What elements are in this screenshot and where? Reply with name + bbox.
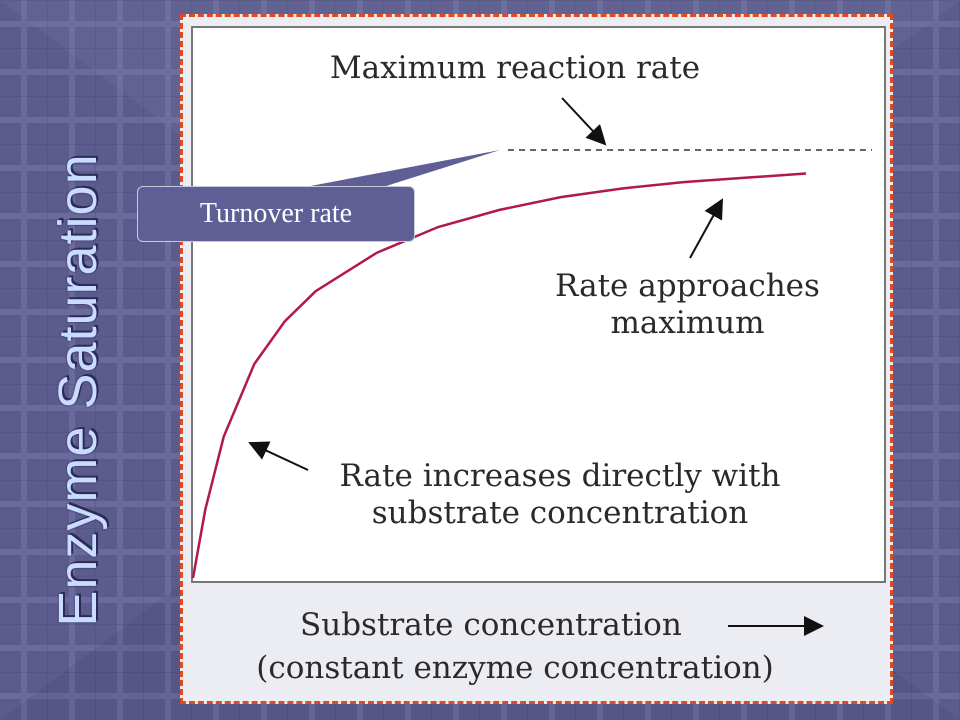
annotation-increases: Rate increases directly with substrate c… <box>305 458 815 531</box>
annotation-max-rate: Maximum reaction rate <box>329 50 701 86</box>
turnover-rate-callout: Turnover rate <box>137 186 415 242</box>
callout-pointer <box>300 150 500 188</box>
annotation-approaches-line2: maximum <box>610 304 765 341</box>
annotation-increases-line1: Rate increases directly with <box>339 458 781 494</box>
x-axis-label: Substrate concentration <box>300 607 682 643</box>
arrow-increases <box>248 441 309 471</box>
x-axis-sublabel: (constant enzyme concentration) <box>256 650 774 686</box>
annotation-approaches-max: Rate approaches maximum <box>530 268 845 341</box>
plot-area <box>191 26 886 583</box>
arrow-approaches-max <box>689 198 723 259</box>
annotation-increases-line2: substrate concentration <box>371 494 749 531</box>
annotation-approaches-line1: Rate approaches <box>555 268 820 304</box>
arrow-max-rate <box>561 97 607 146</box>
